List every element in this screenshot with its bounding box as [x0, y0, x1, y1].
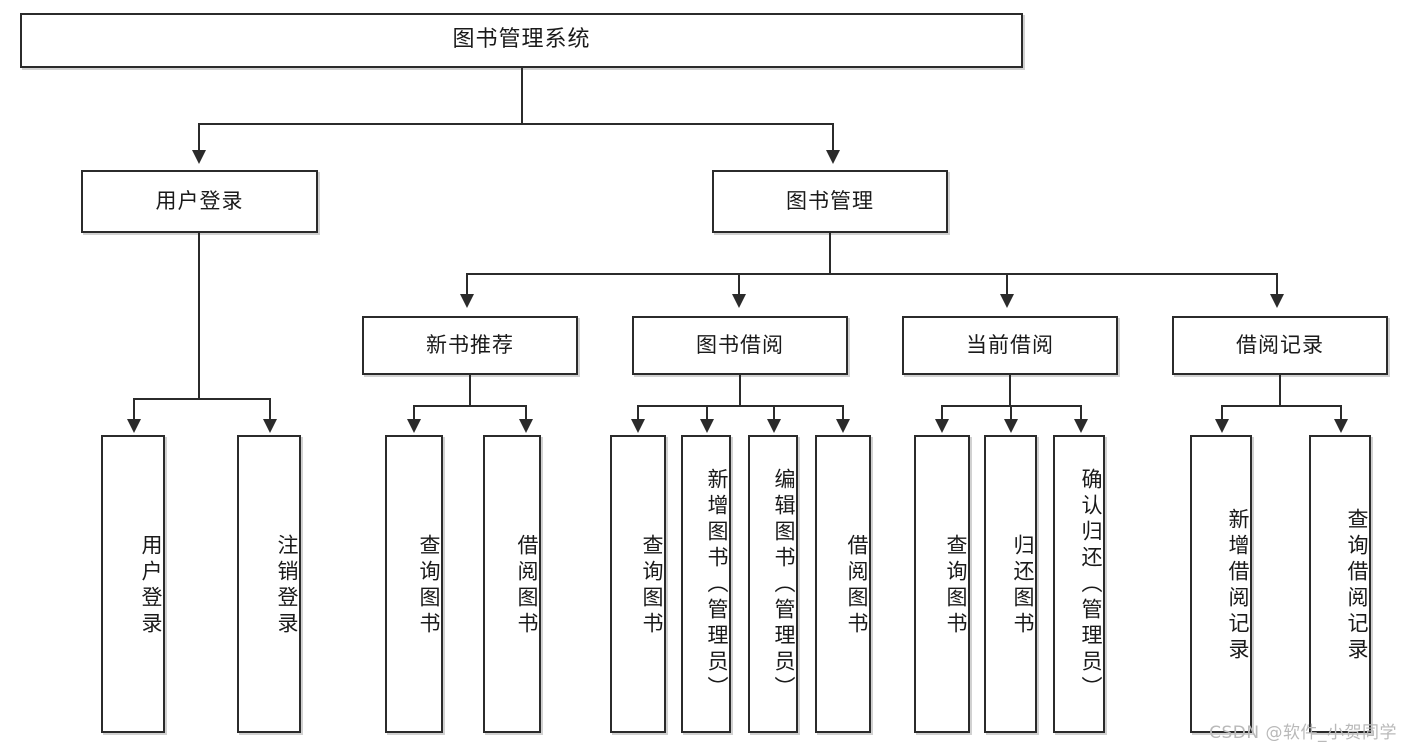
arrow-bm-to-current-borrow	[1000, 294, 1014, 308]
node-book-management[interactable]: 图书管理	[712, 170, 948, 233]
node-label: 借阅记录	[1236, 332, 1324, 357]
arrow-bb-leaf-1	[631, 419, 645, 433]
connector-borrow-record-stem	[1279, 375, 1281, 405]
node-label: 注销登录	[275, 534, 299, 638]
connector-bm-to-borrow-record	[1276, 273, 1278, 295]
node-user-login[interactable]: 用户登录	[81, 170, 318, 233]
node-book-borrow[interactable]: 图书借阅	[632, 316, 848, 375]
node-label: 借阅图书	[515, 534, 539, 638]
connector-book-borrow-stem	[739, 375, 741, 405]
connector-bb-leaf-4	[842, 405, 844, 420]
leaf-add-book-admin[interactable]: 新增图书（管理员）	[681, 435, 731, 733]
node-new-book-recommendation[interactable]: 新书推荐	[362, 316, 578, 375]
arrow-nb-leaf-2	[519, 419, 533, 433]
node-root-library-management-system[interactable]: 图书管理系统	[20, 13, 1023, 68]
connector-bb-leaf-3	[773, 405, 775, 420]
arrow-bb-leaf-3	[767, 419, 781, 433]
connector-user-login-to-leaf-2	[269, 398, 271, 420]
connector-cb-leaf-3	[1080, 405, 1082, 420]
arrow-cb-leaf-2	[1004, 419, 1018, 433]
connector-nb-leaf-2	[525, 405, 527, 420]
arrow-bm-to-borrow-record	[1270, 294, 1284, 308]
leaf-query-book-from-new-book[interactable]: 查询图书	[385, 435, 443, 733]
leaf-query-book-from-borrow[interactable]: 查询图书	[610, 435, 666, 733]
connector-br-leaf-1	[1221, 405, 1223, 420]
connector-user-login-stem	[198, 233, 200, 398]
arrow-nb-leaf-1	[407, 419, 421, 433]
leaf-user-login[interactable]: 用户登录	[101, 435, 165, 733]
node-label: 用户登录	[155, 188, 244, 213]
arrow-br-leaf-2	[1334, 419, 1348, 433]
node-label: 图书借阅	[696, 332, 784, 357]
connector-root-stem	[521, 68, 523, 123]
connector-book-management-bus	[466, 273, 1276, 275]
connector-bb-leaf-1	[637, 405, 639, 420]
connector-bm-to-borrow	[738, 273, 740, 295]
arrow-bm-to-borrow	[732, 294, 746, 308]
leaf-borrow-book-from-new-book[interactable]: 借阅图书	[483, 435, 541, 733]
connector-bm-to-current-borrow	[1006, 273, 1008, 295]
node-label: 新书推荐	[426, 332, 514, 357]
node-label: 查询图书	[640, 534, 664, 638]
connector-current-borrow-stem	[1009, 375, 1011, 405]
leaf-edit-book-admin[interactable]: 编辑图书（管理员）	[748, 435, 798, 733]
connector-cb-leaf-2	[1010, 405, 1012, 420]
leaf-add-borrow-record[interactable]: 新增借阅记录	[1190, 435, 1252, 733]
connector-bb-leaf-2	[706, 405, 708, 420]
node-label: 查询图书	[944, 534, 968, 638]
node-label: 归还图书	[1011, 534, 1035, 638]
leaf-confirm-return-admin[interactable]: 确认归还（管理员）	[1053, 435, 1105, 733]
arrow-br-leaf-1	[1215, 419, 1229, 433]
node-label: 借阅图书	[845, 534, 869, 638]
node-current-borrow[interactable]: 当前借阅	[902, 316, 1118, 375]
arrow-cb-leaf-3	[1074, 419, 1088, 433]
node-label: 用户登录	[139, 534, 163, 638]
arrow-cb-leaf-1	[935, 419, 949, 433]
node-label: 图书管理	[786, 188, 874, 213]
node-borrow-record[interactable]: 借阅记录	[1172, 316, 1388, 375]
leaf-return-book[interactable]: 归还图书	[984, 435, 1037, 733]
arrow-bb-leaf-4	[836, 419, 850, 433]
connector-user-login-bus	[133, 398, 269, 400]
connector-cb-leaf-1	[941, 405, 943, 420]
leaf-borrow-book-from-borrow[interactable]: 借阅图书	[815, 435, 871, 733]
arrow-user-login-to-leaf-2	[263, 419, 277, 433]
connector-book-borrow-bus	[637, 405, 842, 407]
connector-bm-to-new-book	[466, 273, 468, 295]
node-label: 查询借阅记录	[1345, 508, 1369, 664]
node-label: 新增借阅记录	[1226, 508, 1250, 664]
connector-br-leaf-2	[1340, 405, 1342, 420]
node-label: 新增图书（管理员）	[705, 468, 729, 702]
arrow-root-to-user-login	[192, 150, 206, 164]
connector-nb-leaf-1	[413, 405, 415, 420]
connector-borrow-record-bus	[1221, 405, 1340, 407]
connector-book-management-stem	[829, 233, 831, 273]
connector-new-book-stem	[469, 375, 471, 405]
node-label: 编辑图书（管理员）	[772, 468, 796, 702]
arrow-bm-to-new-book	[460, 294, 474, 308]
leaf-logout[interactable]: 注销登录	[237, 435, 301, 733]
node-label: 确认归还（管理员）	[1079, 468, 1103, 702]
arrow-bb-leaf-2	[700, 419, 714, 433]
arrow-root-to-book-management	[826, 150, 840, 164]
leaf-query-borrow-record[interactable]: 查询借阅记录	[1309, 435, 1371, 733]
connector-root-bus	[198, 123, 834, 125]
node-label: 查询图书	[417, 534, 441, 638]
arrow-user-login-to-leaf-1	[127, 419, 141, 433]
connector-new-book-bus	[413, 405, 525, 407]
watermark: CSDN @软件_小贺同学	[1209, 723, 1397, 743]
leaf-query-book-from-current[interactable]: 查询图书	[914, 435, 970, 733]
node-label: 图书管理系统	[452, 27, 591, 53]
connector-root-to-book-management	[832, 123, 834, 151]
connector-user-login-to-leaf-1	[133, 398, 135, 420]
node-label: 当前借阅	[966, 332, 1054, 357]
connector-root-to-user-login	[198, 123, 200, 151]
